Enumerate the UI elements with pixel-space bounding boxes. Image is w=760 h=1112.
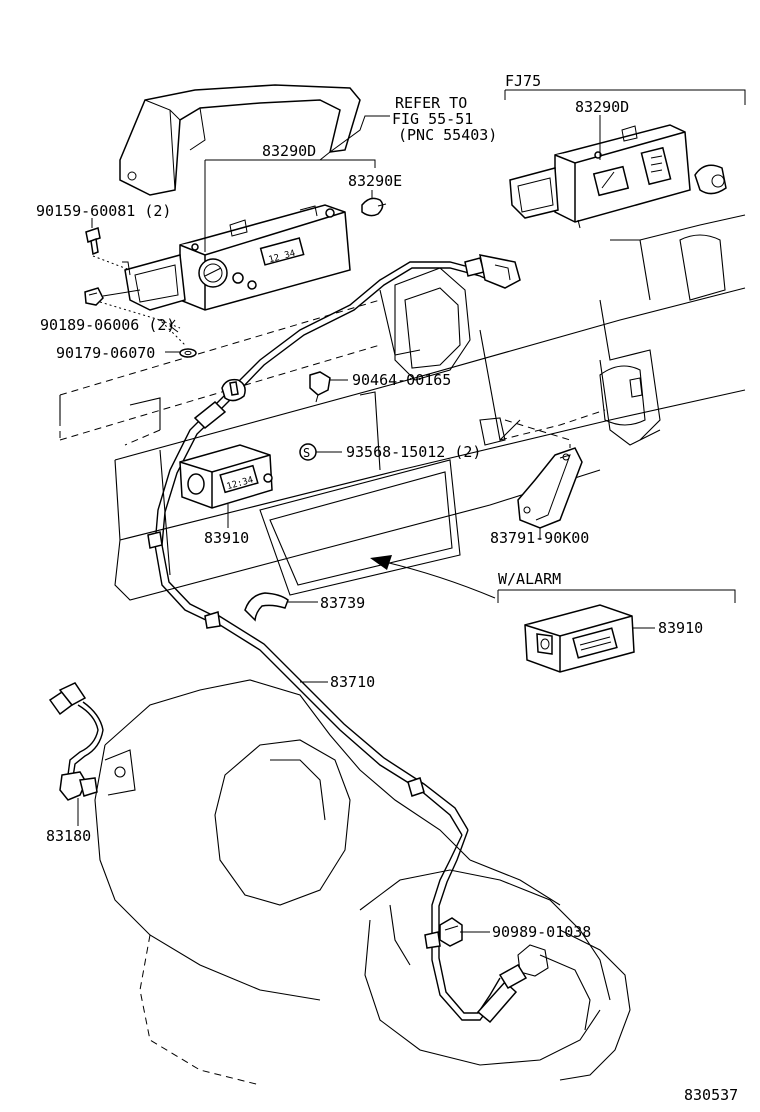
label-bulb[interactable]: 83290E <box>348 172 402 190</box>
bulb[interactable] <box>361 197 387 217</box>
label-meter-fj75[interactable]: 83290D <box>575 98 629 116</box>
label-clamp[interactable]: 90464-00165 <box>352 371 451 389</box>
cable-clamp-trans[interactable] <box>439 917 463 947</box>
washer[interactable] <box>179 348 197 358</box>
alarm-arrow <box>370 555 496 599</box>
fj75-meter[interactable] <box>509 124 727 229</box>
refer-to-line1: REFER TO <box>395 94 467 112</box>
transmission-housing <box>94 679 631 1086</box>
alarm-clock[interactable] <box>524 604 635 673</box>
label-clock[interactable]: 83910 <box>204 529 249 547</box>
label-washer[interactable]: 90179-06070 <box>56 344 155 362</box>
label-screw[interactable]: 90159-60081 (2) <box>36 202 171 220</box>
label-sensor[interactable]: 83180 <box>46 827 91 845</box>
bracket[interactable] <box>517 447 583 529</box>
label-w-alarm: W/ALARM <box>498 570 561 588</box>
grommet[interactable] <box>244 592 289 622</box>
label-clock-alarm[interactable]: 83910 <box>658 619 703 637</box>
dashboard-structure <box>59 214 746 601</box>
label-nut[interactable]: 90189-06006 (2) <box>40 316 175 334</box>
label-fj75: FJ75 <box>505 72 541 90</box>
cable-clamp-dash[interactable] <box>309 371 331 403</box>
speedometer-cable[interactable] <box>147 254 528 1024</box>
speed-sensor[interactable] <box>48 682 104 801</box>
label-meter-main[interactable]: 83290D <box>262 142 316 160</box>
label-bracket[interactable]: 83791-90K00 <box>490 529 589 547</box>
refer-to-line2: FIG 55-51 <box>392 110 473 128</box>
instrument-hood <box>119 84 361 196</box>
label-speedo-cable[interactable]: 83710 <box>330 673 375 691</box>
combination-meter[interactable] <box>122 204 351 311</box>
label-screw-s[interactable]: 93568-15012 (2) <box>346 443 481 461</box>
label-cable-clamp[interactable]: 90989-01038 <box>492 923 591 941</box>
meter-nut[interactable] <box>84 287 104 306</box>
meter-screw[interactable] <box>85 227 101 256</box>
diagram-code: 830537 <box>684 1086 738 1104</box>
s-mark-label: S <box>303 446 310 460</box>
refer-to-line3: (PNC 55403) <box>398 126 497 144</box>
callout-lines <box>77 89 746 933</box>
label-grommet[interactable]: 83739 <box>320 594 365 612</box>
clock[interactable] <box>179 444 273 509</box>
